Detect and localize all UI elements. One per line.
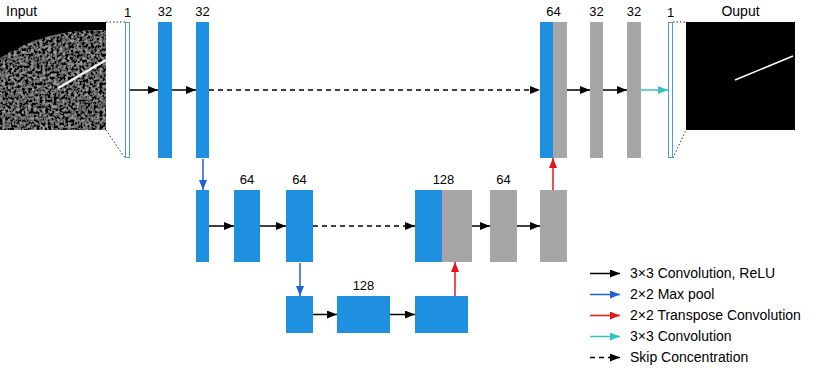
channel-count: 32: [567, 4, 627, 20]
feature-map: [415, 296, 468, 333]
conv-arrow: [260, 225, 286, 227]
channel-count: 32: [604, 4, 664, 20]
channel-count: 128: [334, 278, 394, 294]
feature-map: 64: [490, 190, 517, 262]
feature-map: 64: [286, 190, 313, 262]
channel-count: 1: [98, 5, 158, 21]
upconv-arrow: [454, 262, 456, 296]
channel-count: 64: [217, 172, 277, 188]
conv-arrow: [313, 314, 337, 316]
legend-text: 2×2 Max pool: [630, 284, 801, 305]
feature-map: [286, 296, 313, 333]
channel-count: 64: [524, 4, 584, 20]
channel-layer: 1: [668, 22, 673, 158]
image-ground: [0, 22, 106, 130]
projection-line: [673, 130, 686, 158]
needle-line: [735, 56, 793, 80]
channel-count: 1: [641, 5, 701, 21]
conv-arrow: [567, 89, 590, 91]
input-illustration: [0, 22, 106, 130]
legend-arrow: [590, 273, 620, 275]
image-label: Input: [6, 3, 106, 20]
channel-layer: 1: [125, 22, 130, 158]
conv-arrow: [517, 225, 540, 227]
conv-arrow: [603, 89, 627, 91]
conv-arrow: [172, 89, 196, 91]
legend-text: Skip Concentration: [630, 347, 801, 368]
output-image: Ouput: [686, 22, 795, 130]
skip-connection: [313, 225, 415, 227]
legend-text: 2×2 Transpose Convolution: [630, 305, 801, 326]
conv-arrow: [130, 89, 158, 91]
concat-feature-map: 128: [415, 190, 472, 262]
input-image: Input: [0, 22, 106, 130]
feature-map: [540, 190, 567, 262]
projection-line: [106, 130, 125, 158]
conv-arrow: [641, 89, 668, 91]
legend-arrow: [590, 294, 620, 296]
concat-feature-map: 64: [540, 22, 567, 158]
output-illustration: [686, 22, 795, 130]
legend-text: 3×3 Convolution: [630, 326, 801, 347]
feature-map: 32: [196, 22, 209, 158]
maxpool-arrow: [202, 159, 204, 190]
channel-count: 128: [414, 172, 474, 188]
feature-map: 64: [234, 190, 260, 262]
skip-connection: [209, 89, 540, 91]
feature-map: 128: [337, 296, 390, 333]
image-label: Ouput: [686, 3, 795, 20]
projection-lines: [106, 22, 686, 158]
conv-arrow: [209, 225, 234, 227]
maxpool-arrow: [299, 263, 301, 296]
legend-samples: [590, 274, 620, 358]
feature-map: 32: [590, 22, 603, 158]
projection-line: [106, 22, 125, 23]
needle-line: [58, 60, 106, 88]
legend-arrow: [590, 336, 620, 338]
channel-count: 64: [474, 172, 534, 188]
legend-arrow: [590, 357, 620, 359]
upconv-arrow: [552, 158, 554, 190]
speckle: [0, 22, 106, 130]
conv-arrow: [390, 314, 415, 316]
feature-map: 32: [158, 22, 172, 158]
channel-count: 32: [173, 4, 233, 20]
conv-arrow: [472, 225, 490, 227]
channel-count: 32: [135, 4, 195, 20]
image-ground: [686, 22, 795, 130]
feature-map: 32: [627, 22, 641, 158]
legend-arrow: [590, 315, 620, 317]
projection-line: [673, 22, 686, 23]
legend-text: 3×3 Convolution, ReLU: [630, 263, 801, 284]
legend: 3×3 Convolution, ReLU2×2 Max pool2×2 Tra…: [630, 263, 801, 368]
feature-map: [196, 190, 209, 262]
channel-count: 64: [270, 172, 330, 188]
